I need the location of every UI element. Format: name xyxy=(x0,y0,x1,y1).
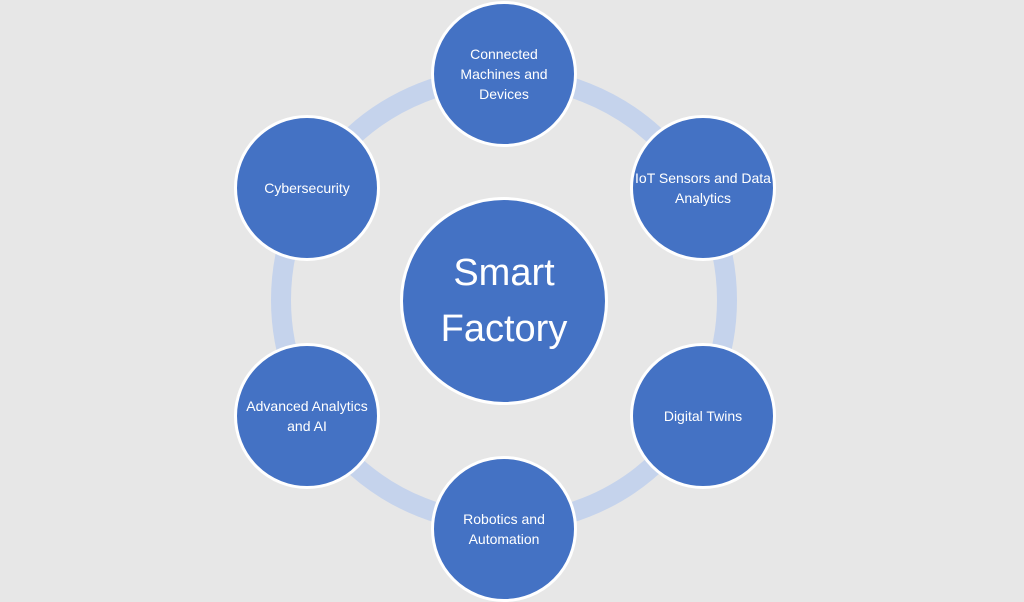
node-label: Advanced Analytics and AI xyxy=(246,398,368,434)
node-robotics: Robotics and Automation xyxy=(431,456,577,602)
center-node-label: Smart Factory xyxy=(440,252,568,350)
center-node-smart-factory: Smart Factory xyxy=(400,197,608,405)
node-iot-sensors: IoT Sensors and Data Analytics xyxy=(630,115,776,261)
node-label: Connected Machines and Devices xyxy=(460,46,548,102)
node-advanced-analytics: Advanced Analytics and AI xyxy=(234,343,380,489)
node-label: Robotics and Automation xyxy=(463,511,545,547)
node-label: IoT Sensors and Data Analytics xyxy=(635,170,771,206)
node-connected-machines: Connected Machines and Devices xyxy=(431,1,577,147)
node-label: Digital Twins xyxy=(663,408,743,424)
node-cybersecurity: Cybersecurity xyxy=(234,115,380,261)
node-label: Cybersecurity xyxy=(264,180,350,196)
node-digital-twins: Digital Twins xyxy=(630,343,776,489)
